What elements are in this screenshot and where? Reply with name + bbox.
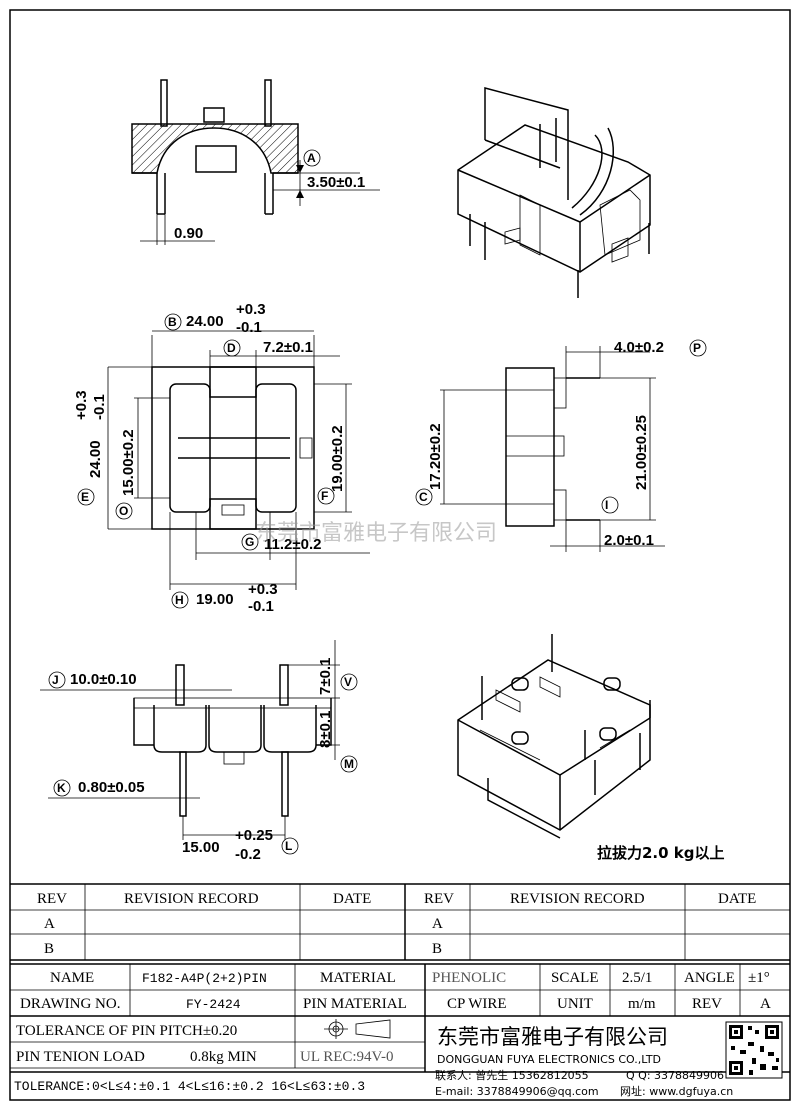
bubble-e: E [81, 490, 89, 504]
dim-c: 17.20±0.2 [427, 423, 444, 490]
bubble-f: F [321, 489, 328, 503]
bubble-a: A [307, 151, 316, 165]
name-value: F182-A4P(2+2)PIN [142, 971, 267, 986]
scale-value: 2.5/1 [622, 970, 652, 986]
company-web: 网址: www.dgfuya.cn [620, 1084, 733, 1098]
dim-j: 10.0±0.10 [70, 671, 137, 688]
pin-material-value: CP WIRE [447, 996, 507, 1012]
dim-b-main: 24.00 [186, 313, 224, 330]
dim-a: 3.50±0.1 [307, 174, 365, 191]
top-view: B 24.00 +0.3 -0.1 D 7.2±0.1 24.00 +0.3 -… [73, 301, 370, 615]
dim-e-main: 24.00 [87, 440, 104, 478]
revision-record-header-2: REVISION RECORD [510, 891, 645, 907]
drawing-border [9, 9, 791, 1101]
bubble-k: K [57, 781, 66, 795]
date-header-2: DATE [718, 891, 756, 907]
pin-tenion-value: 0.8kg MIN [190, 1049, 257, 1065]
company-name-en: DONGGUAN FUYA ELECTRONICS CO.,LTD [437, 1053, 661, 1066]
bubble-o: O [119, 504, 128, 518]
isometric-view-bottom: 拉拔力2.0 kg以上 [457, 634, 725, 862]
front-view: J 10.0±0.10 7±0.1 V 8±0.1 M K 0.80±0.05 … [40, 640, 358, 863]
ul-rating: UL REC:94V-0 [300, 1049, 393, 1065]
drawing-no-label: DRAWING NO. [20, 996, 120, 1012]
unit-label: UNIT [557, 996, 593, 1012]
pin-material-label: PIN MATERIAL [303, 996, 407, 1012]
dim-g: 11.2±0.2 [264, 536, 321, 553]
section-view: 3.50±0.1 A 0.90 [131, 79, 380, 245]
bubble-g: G [245, 535, 254, 549]
drawing-no-value: FY-2424 [186, 997, 241, 1012]
date-header-1: DATE [333, 891, 371, 907]
rev-value: A [760, 996, 771, 1012]
dim-h-tol-up: +0.3 [248, 581, 278, 598]
dim-l-main: 15.00 [182, 839, 220, 856]
dim-b-tol-up: +0.3 [236, 301, 266, 318]
material-label: MATERIAL [320, 970, 396, 986]
general-tolerance: TOLERANCE:0<L≤4:±0.1 4<L≤16:±0.2 16<L≤63… [14, 1079, 365, 1094]
rev-b-right: B [432, 941, 442, 957]
company-email: E-mail: 3378849906@qq.com [435, 1085, 599, 1098]
pitch-tolerance: TOLERANCE OF PIN PITCH±0.20 [16, 1023, 237, 1039]
material-value: PHENOLIC [432, 970, 506, 986]
company-name-cn: 东莞市富雅电子有限公司 [437, 1025, 668, 1049]
dim-h-tol-dn: -0.1 [248, 598, 274, 615]
dim-e-tol-up: +0.3 [73, 390, 90, 420]
pull-force-note: 拉拔力2.0 kg以上 [597, 844, 725, 862]
projection-symbol-icon [324, 1019, 391, 1039]
bubble-v: V [344, 675, 352, 689]
dim-k: 0.80±0.05 [78, 779, 145, 796]
pin-tenion-label: PIN TENION LOAD [16, 1049, 145, 1065]
bubble-h: H [175, 593, 184, 607]
dim-l-tol-up: +0.25 [235, 827, 273, 844]
bubble-b: B [168, 315, 177, 329]
name-label: NAME [50, 970, 94, 986]
revision-record-header-1: REVISION RECORD [124, 891, 259, 907]
rev-a-right: A [432, 916, 443, 932]
bubble-j: J [52, 673, 59, 687]
rev-header-2: REV [424, 891, 454, 907]
company-qq: Q Q: 3378849906 [626, 1069, 724, 1082]
dim-m: 8±0.1 [317, 711, 334, 748]
dim-l-tol-dn: -0.2 [235, 846, 261, 863]
scale-label: SCALE [551, 970, 599, 986]
title-block: NAME F182-A4P(2+2)PIN MATERIAL PHENOLIC … [10, 963, 790, 1098]
bubble-i: I [605, 498, 608, 512]
dim-b-tol-dn: -0.1 [236, 319, 262, 336]
bubble-c: C [419, 490, 428, 504]
dim-d: 7.2±0.1 [263, 339, 313, 356]
company-contact: 联系人: 曾先生 15362812055 [435, 1068, 589, 1082]
dim-pin-w: 0.90 [174, 225, 203, 242]
dim-h-main: 19.00 [196, 591, 234, 608]
rev-header-1: REV [37, 891, 67, 907]
rev-a-left: A [44, 916, 55, 932]
dim-o: 15.00±0.2 [120, 429, 137, 496]
rev-b-left: B [44, 941, 54, 957]
bubble-l: L [285, 839, 292, 853]
bubble-m: M [344, 757, 354, 771]
dim-f: 19.00±0.2 [329, 425, 346, 492]
bubble-d: D [227, 341, 236, 355]
rev-label: REV [692, 996, 722, 1012]
revision-table: REV REVISION RECORD DATE REV REVISION RE… [10, 883, 790, 961]
dim-v: 7±0.1 [317, 658, 334, 695]
angle-value: ±1° [748, 970, 770, 986]
watermark-text: 东莞市富雅电子有限公司 [255, 521, 497, 546]
dim-p: 4.0±0.2 [614, 339, 664, 356]
qr-code-icon [725, 1021, 783, 1079]
bubble-p: P [693, 341, 701, 355]
dim-e-tol-dn: -0.1 [91, 394, 108, 420]
angle-label: ANGLE [684, 970, 735, 986]
unit-value: m/m [628, 996, 656, 1012]
side-view: 4.0±0.2 P 17.20±0.2 C 21.00±0.25 I 2.0±0… [415, 339, 707, 552]
dim-side-pin: 2.0±0.1 [604, 532, 654, 549]
isometric-view-top [457, 87, 651, 298]
dim-i: 21.00±0.25 [633, 415, 650, 490]
